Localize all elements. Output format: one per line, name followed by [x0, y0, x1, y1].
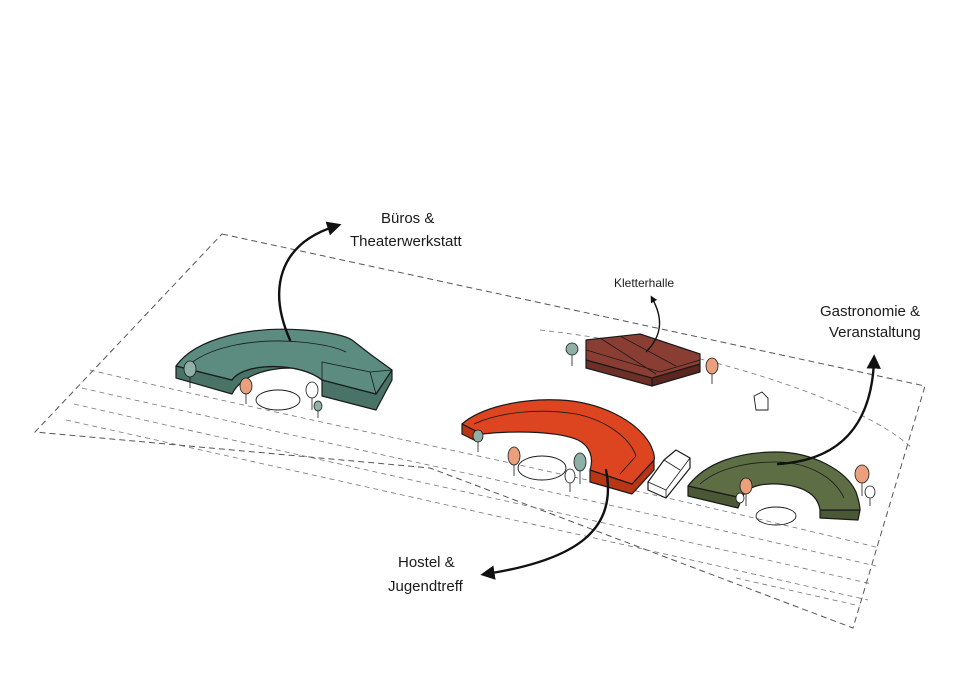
arrow-climbing	[645, 295, 661, 353]
label-climbing: Kletterhalle	[614, 276, 674, 290]
gastronomy-trees	[735, 464, 876, 526]
offices-building	[175, 328, 393, 411]
label-gastronomy-line1: Gastronomie &	[820, 303, 920, 320]
label-offices-line2: Theaterwerkstatt	[350, 233, 463, 250]
annex-building	[647, 449, 691, 499]
arrow-offices	[278, 221, 342, 342]
label-gastronomy-line2: Veranstaltung	[829, 324, 921, 341]
label-hostel-line1: Hostel &	[398, 554, 455, 571]
label-offices-line1: Büros &	[381, 210, 434, 227]
label-hostel-line2: Jugendtreff	[388, 578, 464, 595]
arrow-gastronomy	[776, 354, 881, 466]
climbing-trees	[565, 342, 769, 411]
offices-trees	[183, 360, 323, 418]
gastronomy-building	[687, 451, 861, 521]
hostel-trees	[472, 429, 587, 492]
hostel-building	[461, 399, 655, 495]
arrow-hostel	[480, 468, 610, 580]
climbing-hall	[585, 333, 701, 387]
